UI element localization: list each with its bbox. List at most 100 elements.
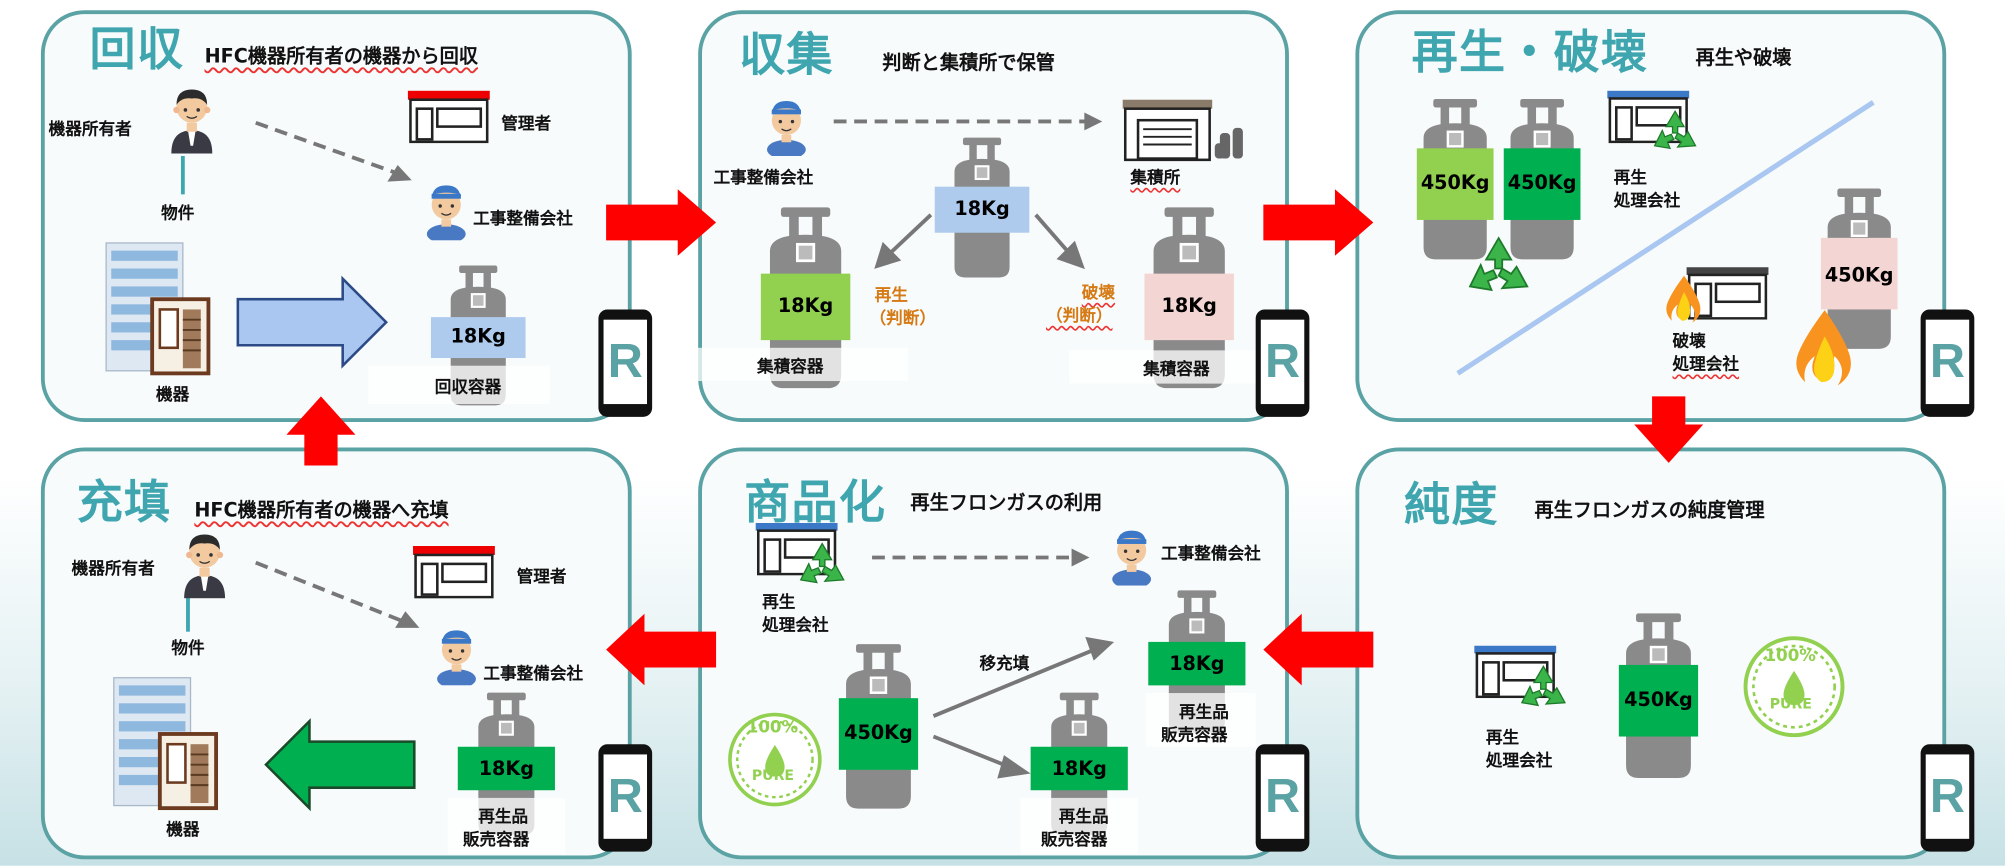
purity-badge-pct: 100% [1764,647,1816,667]
app-phone-icon: R [1255,744,1310,852]
collect-contractor-label: 工事整備会社 [473,209,573,229]
collect-arrow [236,275,388,369]
gather-title: 収集 [739,29,834,82]
app-phone-icon: R [1920,309,1975,417]
product-top-weight: 18Kg [1169,652,1225,676]
collect-manager-label: 管理者 [501,115,552,135]
recycle-band-3 [1820,237,1898,310]
collect-cylinder-weight: 18Kg [450,324,506,348]
product-bottom-container-1: 再生品 [1058,808,1109,828]
product-regen-company-2: 処理会社 [762,616,829,636]
flow-arrow-down [1634,396,1704,463]
gather-regen-judge-2: （判断） [869,309,937,329]
gather-subtitle: 判断と集積所で保管 [882,51,1055,75]
contractor-icon [762,92,811,156]
flow-arrow-right-2 [1263,189,1374,256]
product-bottom-container-2: 販売容器 [1040,831,1108,851]
product-title: 商品化 [744,476,887,530]
refill-equipment-label: 機器 [166,820,200,841]
contractor-icon [432,621,481,685]
recycle-destroy-company-1: 破壊 [1672,332,1706,352]
purity-weight: 450Kg [1624,687,1693,711]
gather-right-weight: 18Kg [1161,294,1217,318]
product-contractor-label: 工事整備会社 [1161,544,1261,564]
recycle-band-2 [1503,148,1581,220]
flow-arrow-up [286,396,356,466]
refill-title: 充填 [76,476,172,530]
product-badge-pct: 100% [746,718,799,738]
flame-icon [1662,274,1705,325]
collect-equipment-label: 機器 [156,386,190,406]
collect-property-label: 物件 [161,204,195,224]
purity-title: 純度 [1404,479,1499,532]
owner-icon [174,527,235,599]
flow-arrow-right-1 [606,189,717,256]
recycle-icon [1463,233,1535,305]
owner-icon [161,82,222,154]
product-big-weight: 450Kg [844,721,913,745]
shop-icon [412,545,496,599]
refill-owner-label: 機器所有者 [71,560,155,580]
product-badge-word: PURE [751,767,795,784]
recycle-weight-2: 450Kg [1507,171,1577,195]
recycle-icon [795,540,849,594]
recycle-icon [1650,107,1701,158]
purity-subtitle: 再生フロンガスの純度管理 [1534,498,1765,522]
purity-badge-word: PURE [1769,695,1812,713]
product-regen-company-1: 再生 [762,593,796,613]
recycle-regen-company-2: 処理会社 [1613,191,1681,211]
purity-regen-company-2: 処理会社 [1485,751,1553,772]
flow-arrow-left-1 [1263,613,1374,686]
flow-arrow-left-2 [606,613,717,686]
refill-subtitle: HFC機器所有者の機器へ充填 [194,498,449,522]
gather-right-band [1144,273,1234,341]
refill-arrow [264,718,416,812]
product-transfer-label: 移充填 [979,654,1030,674]
building-icon [100,670,223,811]
app-phone-icon: R [1920,744,1975,852]
gather-contractor-label: 工事整備会社 [713,168,814,188]
refill-property-label: 物件 [171,639,205,659]
contractor-icon [1107,522,1156,586]
product-big-band [838,698,919,770]
recycle-subtitle: 再生や破壊 [1695,46,1792,70]
product-top-container-2: 販売容器 [1161,726,1228,746]
refill-manager-label: 管理者 [516,567,567,587]
gather-left-band [760,273,851,341]
gather-center-band [934,186,1030,233]
purity-regen-company-1: 再生 [1485,728,1520,749]
app-phone-icon: R [598,744,653,852]
refill-contractor-label: 工事整備会社 [483,664,584,685]
recycle-icon [1517,662,1571,716]
collect-container-label: 回収容器 [434,378,502,398]
recycle-regen-company-1: 再生 [1613,168,1647,188]
refill-cylinder-band [457,746,555,791]
refill-container-label-2: 販売容器 [462,831,530,851]
recycle-band-1 [1416,148,1494,220]
contractor-icon [422,176,471,240]
collect-subtitle: HFC機器所有者の機器から回収 [204,44,478,68]
gather-center-weight: 18Kg [954,196,1010,220]
purity-band [1618,664,1699,737]
product-bottom-weight: 18Kg [1051,756,1107,781]
flame-icon [1788,307,1862,389]
app-phone-icon: R [598,309,653,417]
collect-title: 回収 [89,24,185,77]
product-top-band [1148,641,1246,686]
shop-icon [407,90,491,144]
recycle-destroy-company-2: 処理会社 [1672,355,1740,375]
gather-right-container-label: 集積容器 [1143,360,1210,380]
product-subtitle: 再生フロンガスの利用 [910,491,1103,515]
product-top-container-1: 再生品 [1178,703,1229,723]
gather-regen-judge-1: 再生 [874,286,908,306]
collect-cylinder-band [430,317,526,359]
refill-cylinder-weight: 18Kg [478,756,535,781]
recycle-weight-3: 450Kg [1824,263,1894,287]
app-phone-icon: R [1255,309,1310,417]
gather-destroy-judge-1: 破壊 [1081,283,1116,304]
depot-icon [1120,97,1248,174]
recycle-weight-1: 450Kg [1420,171,1490,195]
building-icon [92,235,215,376]
